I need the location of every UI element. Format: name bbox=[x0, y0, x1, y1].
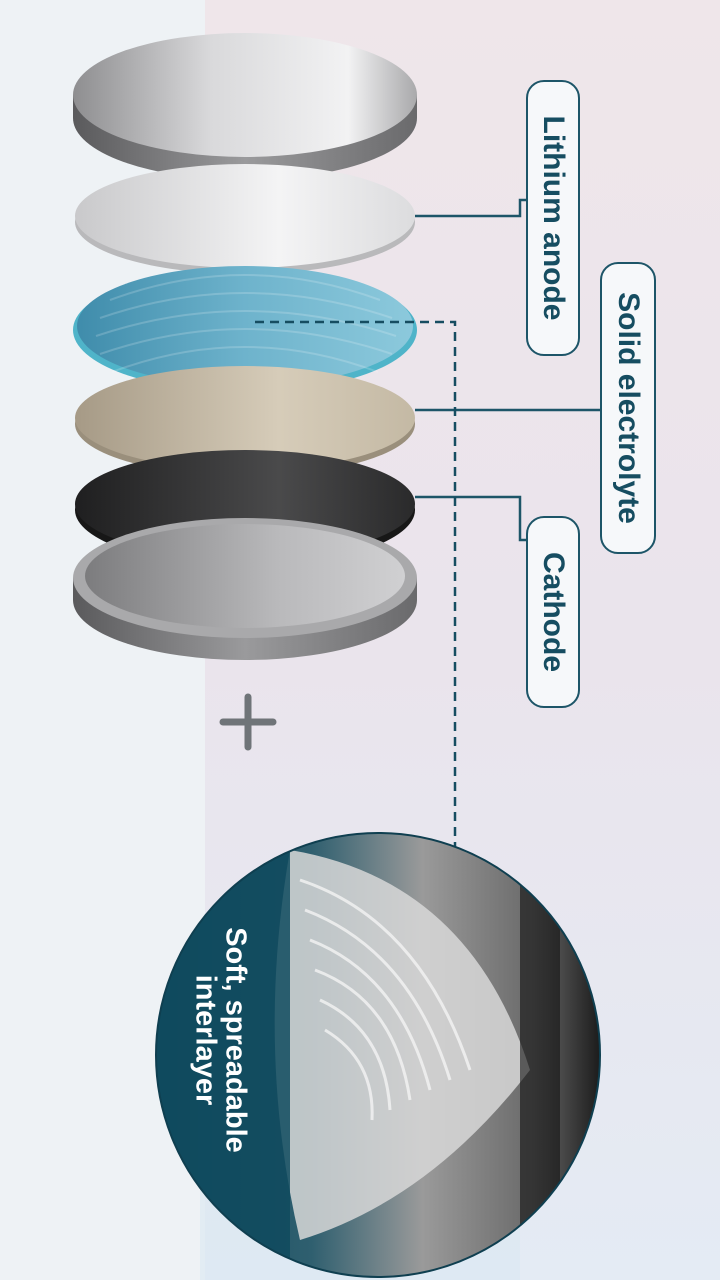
solid-electrolyte-text: Solid electrolyte bbox=[612, 292, 645, 524]
top-cap-layer bbox=[73, 33, 417, 180]
lithium-anode-layer bbox=[75, 164, 415, 274]
bottom-case-layer bbox=[73, 518, 417, 660]
solid-electrolyte-layer bbox=[73, 266, 417, 392]
lithium-anode-text: Lithium anode bbox=[537, 115, 570, 321]
plus-icon bbox=[219, 693, 277, 751]
interlayer-micrograph bbox=[155, 832, 601, 1278]
interlayer-callout: Soft, spreadable interlayer bbox=[155, 875, 285, 1205]
solid-electrolyte-label: Solid electrolyte bbox=[600, 262, 656, 554]
interlayer-callout-text: Soft, spreadable interlayer bbox=[189, 927, 252, 1153]
cathode-label: Cathode bbox=[526, 516, 580, 708]
leader-lines bbox=[415, 198, 600, 542]
cathode-text: Cathode bbox=[537, 552, 570, 672]
lithium-anode-label: Lithium anode bbox=[526, 80, 580, 356]
separator-layer bbox=[75, 366, 415, 476]
